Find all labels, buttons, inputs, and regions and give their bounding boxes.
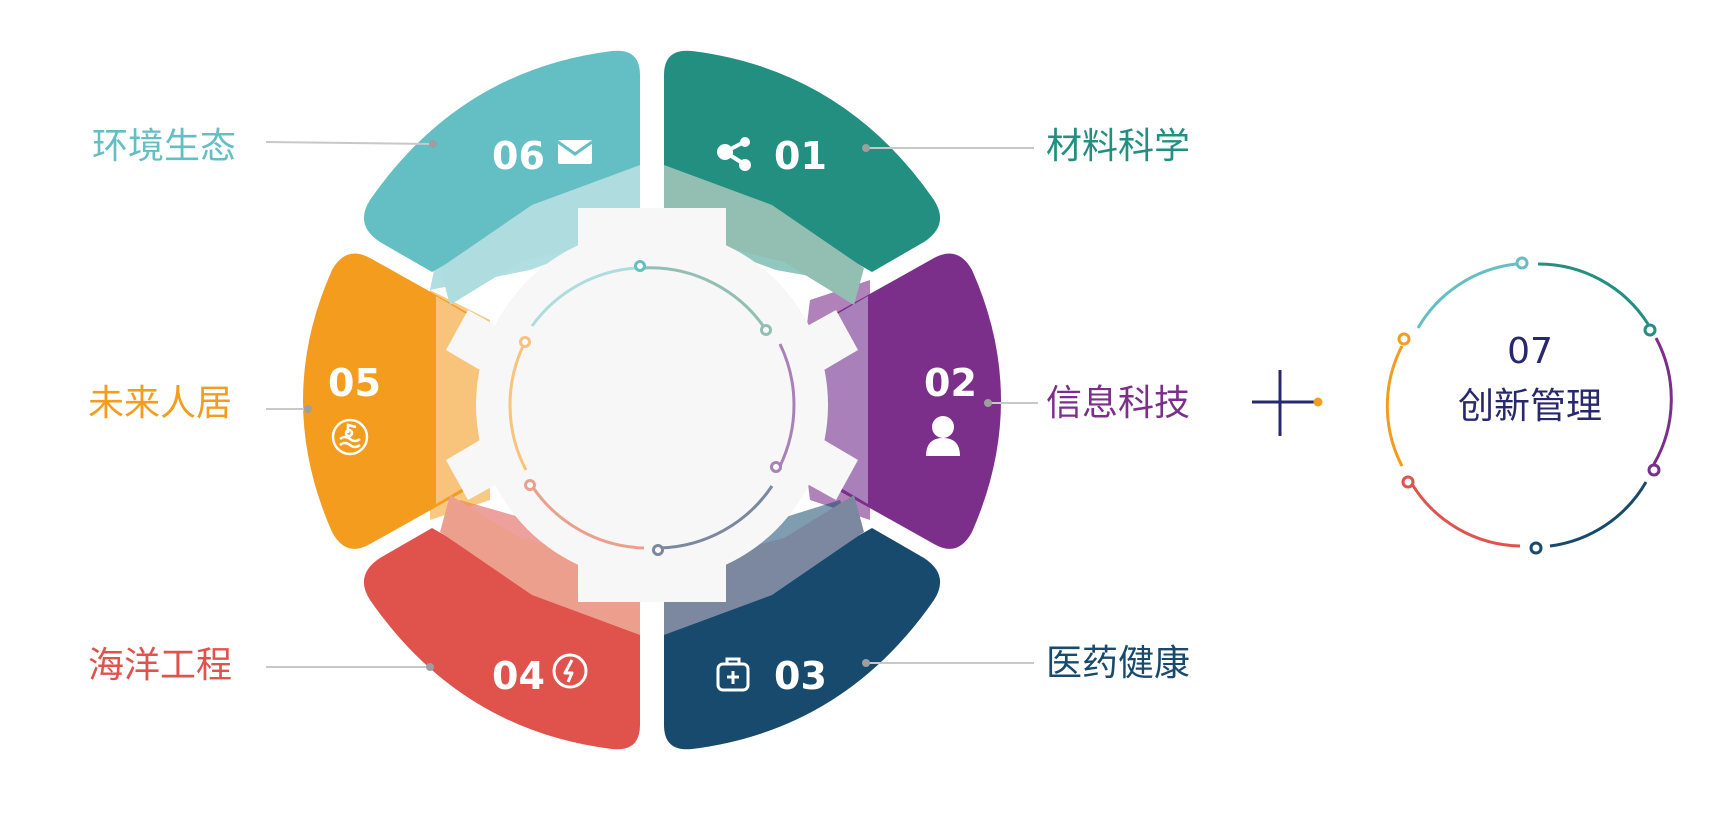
energy-cycle-icon bbox=[552, 653, 588, 689]
segment-06-inner bbox=[440, 165, 640, 305]
segment-05-number: 05 bbox=[328, 361, 381, 405]
gear-hub bbox=[446, 208, 858, 602]
plus-icon bbox=[1252, 370, 1323, 436]
segment-06-number: 06 bbox=[492, 134, 545, 178]
segment-06-label: 环境生态 bbox=[92, 126, 236, 167]
extra-number: 07 bbox=[1507, 331, 1553, 372]
innovation-ring bbox=[1385, 256, 1673, 555]
segment-02-label: 信息科技 bbox=[1046, 383, 1190, 424]
segment-04-label: 海洋工程 bbox=[88, 645, 232, 686]
user-icon bbox=[926, 416, 960, 456]
leader-lines bbox=[265, 140, 1038, 671]
medical-bag-icon bbox=[716, 657, 750, 692]
segment-03[interactable] bbox=[664, 528, 941, 750]
segment-03-number: 03 bbox=[774, 654, 827, 698]
extra-label: 创新管理 bbox=[1458, 386, 1602, 427]
segment-04[interactable] bbox=[363, 528, 640, 750]
segment-06[interactable] bbox=[363, 50, 640, 273]
segment-02-number: 02 bbox=[924, 361, 977, 405]
segment-01-inner bbox=[664, 165, 864, 305]
hub-ring bbox=[508, 260, 796, 556]
segment-01-number: 01 bbox=[774, 134, 827, 178]
mail-icon bbox=[557, 140, 593, 164]
segment-05-label: 未来人居 bbox=[88, 383, 232, 424]
waves-icon bbox=[331, 418, 369, 456]
segment-03-label: 医药健康 bbox=[1046, 643, 1190, 684]
share-icon bbox=[717, 137, 751, 171]
segment-01[interactable] bbox=[664, 50, 941, 273]
segment-04-number: 04 bbox=[492, 654, 545, 698]
segment-01-label: 材料科学 bbox=[1046, 126, 1190, 167]
